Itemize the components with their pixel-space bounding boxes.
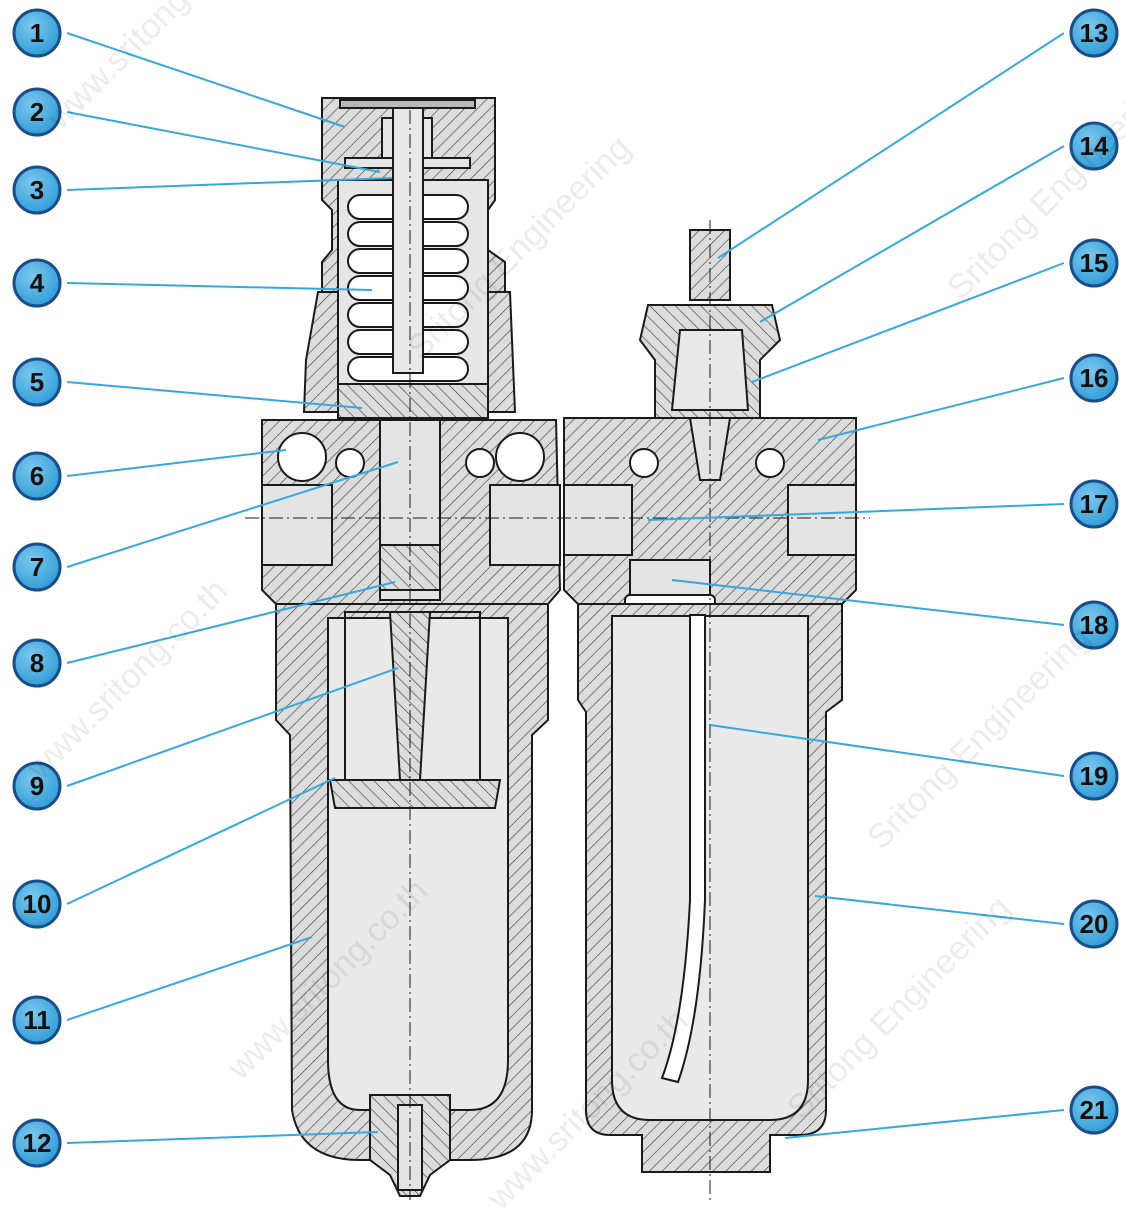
callout-badge-7	[12, 542, 62, 592]
callout-badge-8	[12, 638, 62, 688]
callout-number-9: 9	[30, 771, 44, 801]
callout-number-14: 14	[1080, 131, 1109, 161]
callout-badge-9	[12, 761, 62, 811]
leader-line-11	[66, 936, 313, 1021]
leader-line-19	[709, 724, 1065, 777]
leader-line-8	[66, 581, 396, 664]
callout-badge-18	[1069, 600, 1119, 650]
siphon-tube	[660, 614, 706, 1084]
callout-number-20: 20	[1080, 909, 1109, 939]
callout-badge-14	[1069, 121, 1119, 171]
right-callouts: 13 14 15 16 17 18 19 20 21	[647, 8, 1119, 1139]
callout-badge-5	[12, 357, 62, 407]
leader-line-1	[66, 32, 346, 128]
leader-line-18	[671, 579, 1065, 626]
callout-badge-17	[1069, 479, 1119, 529]
callout-number-6: 6	[30, 461, 44, 491]
leader-line-14	[759, 145, 1065, 323]
leader-line-13	[717, 32, 1065, 259]
regulator-filter-unit	[261, 97, 562, 1200]
callout-number-7: 7	[30, 552, 44, 582]
callout-number-5: 5	[30, 367, 44, 397]
leader-line-6	[66, 449, 287, 477]
callout-badge-15	[1069, 238, 1119, 288]
leader-line-16	[817, 377, 1065, 441]
callout-badge-6	[12, 451, 62, 501]
callout-number-2: 2	[30, 97, 44, 127]
callout-badge-2	[12, 87, 62, 137]
callout-number-10: 10	[23, 889, 52, 919]
leader-line-20	[814, 895, 1065, 925]
check-valve	[629, 559, 711, 597]
leader-line-12	[66, 1131, 379, 1144]
callout-badge-11	[12, 995, 62, 1045]
callout-number-3: 3	[30, 175, 44, 205]
leader-line-5	[66, 381, 363, 409]
leader-line-15	[751, 262, 1065, 383]
leader-line-2	[66, 111, 381, 173]
callout-number-15: 15	[1080, 248, 1109, 278]
callout-number-21: 21	[1080, 1095, 1109, 1125]
callout-number-4: 4	[30, 268, 45, 298]
callout-badge-13	[1069, 8, 1119, 58]
callout-badge-1	[12, 8, 62, 58]
callout-number-13: 13	[1080, 18, 1109, 48]
leader-line-21	[784, 1109, 1065, 1139]
callout-badge-4	[12, 258, 62, 308]
callout-number-8: 8	[30, 648, 44, 678]
callout-badge-16	[1069, 353, 1119, 403]
callout-number-16: 16	[1080, 363, 1109, 393]
leader-line-7	[66, 461, 399, 568]
leader-line-4	[66, 282, 373, 291]
callout-number-12: 12	[23, 1128, 52, 1158]
callout-badge-21	[1069, 1085, 1119, 1135]
leader-line-9	[66, 667, 399, 787]
callout-number-18: 18	[1080, 610, 1109, 640]
callout-badge-3	[12, 165, 62, 215]
leader-line-17	[647, 503, 1065, 521]
callout-number-17: 17	[1080, 489, 1109, 519]
callout-number-1: 1	[30, 18, 44, 48]
callout-badge-19	[1069, 751, 1119, 801]
leader-line-10	[66, 777, 336, 905]
callout-badge-12	[12, 1118, 62, 1168]
diaphragm	[337, 383, 489, 419]
callout-badge-20	[1069, 899, 1119, 949]
oil-feed-adjuster	[689, 229, 731, 301]
callout-number-19: 19	[1080, 761, 1109, 791]
leader-line-3	[66, 177, 393, 191]
lubricator-unit	[563, 220, 857, 1200]
callout-number-11: 11	[23, 1005, 51, 1035]
callout-badge-10	[12, 879, 62, 929]
